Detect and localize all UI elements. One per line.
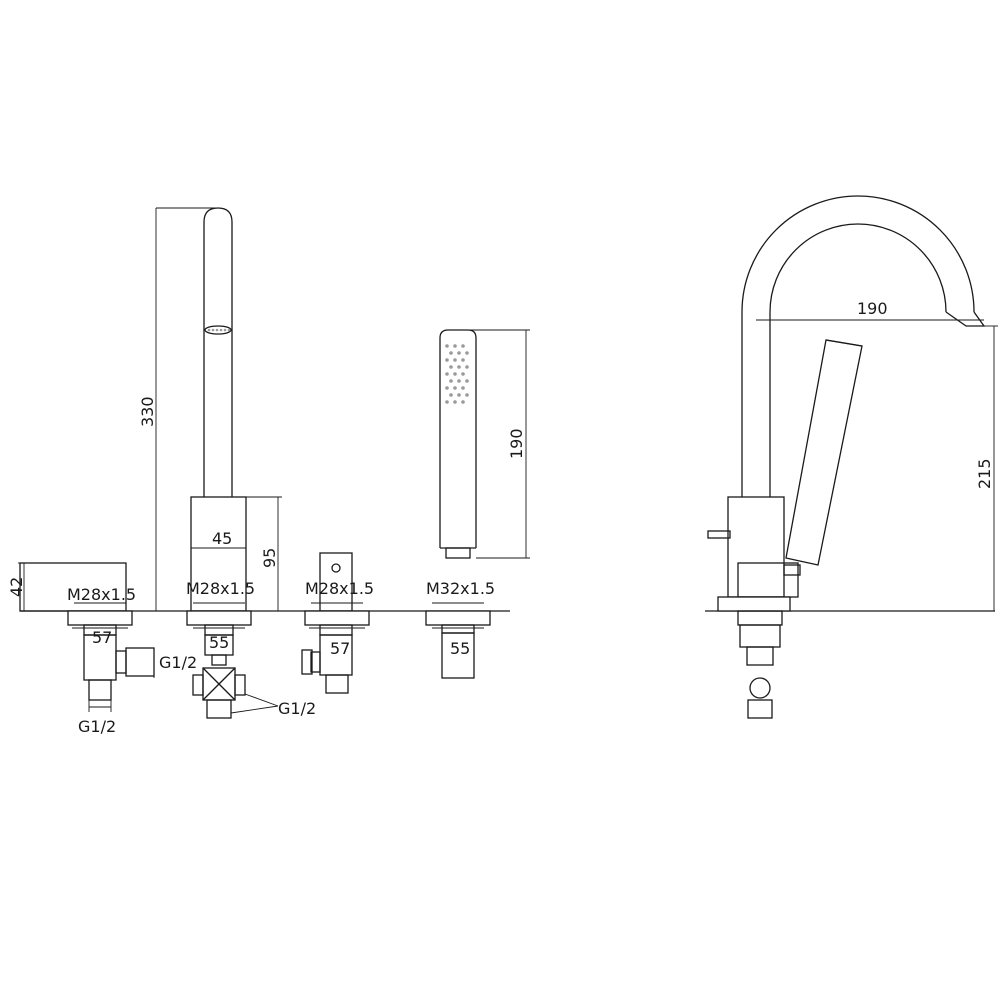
mixer-stem <box>746 646 774 666</box>
hand-shower-flange <box>425 610 491 626</box>
label-width-1: 57 <box>92 628 112 647</box>
valve-right <box>301 552 370 694</box>
label-height-330: 330 <box>138 396 157 427</box>
label-thread-4: M32x1.5 <box>426 579 495 598</box>
mixer-lever-stub <box>707 530 731 539</box>
valve-right-flange <box>304 610 370 626</box>
label-width-4: 55 <box>450 639 470 658</box>
label-thread-2: M28x1.5 <box>186 579 255 598</box>
side-mixer <box>707 195 986 719</box>
label-width-2: 55 <box>209 633 229 652</box>
tall-spout <box>186 207 279 719</box>
hand-shower-body-under <box>441 632 475 679</box>
mixer-connector <box>749 677 771 699</box>
label-width-45: 45 <box>212 529 232 548</box>
mixer-nut-2 <box>739 624 781 648</box>
mixer-body <box>727 496 785 598</box>
spout-diverter-right <box>234 674 246 696</box>
dim-line <box>244 693 279 707</box>
spout-diverter-left <box>192 674 204 696</box>
mixer-spout-inner <box>769 223 947 497</box>
dimensions <box>18 207 998 629</box>
dim-line <box>202 667 236 701</box>
mixer-cartridge-cap <box>783 564 801 576</box>
label-reach-190: 190 <box>857 299 888 318</box>
hand-shower-body <box>439 329 477 548</box>
hand-shower-nut <box>441 624 475 634</box>
hand-shower-holder-neck <box>445 547 471 559</box>
label-thread-3: M28x1.5 <box>305 579 374 598</box>
valve-left-side-pipe <box>115 650 127 674</box>
spout-stem <box>211 654 227 666</box>
mixer-flange <box>717 596 791 612</box>
spout-diverter-bottom <box>206 699 232 719</box>
valve-right-side-pipe <box>310 651 321 673</box>
valve-left <box>19 562 155 712</box>
valve-left-bottom-nut <box>88 679 112 701</box>
valve-right-nut <box>319 624 353 636</box>
label-height-42: 42 <box>7 577 26 597</box>
label-height-95: 95 <box>260 548 279 568</box>
label-height-215: 215 <box>975 458 994 489</box>
valve-left-side-nut <box>125 647 155 677</box>
valve-right-side-nut <box>301 649 313 675</box>
label-thread-1: M28x1.5 <box>67 585 136 604</box>
label-height-190: 190 <box>507 428 526 459</box>
spout-flange <box>186 610 252 626</box>
valve-right-bottom-nut <box>325 674 349 694</box>
mixer-hand-shower <box>785 339 863 566</box>
label-pipe-1a: G1/2 <box>159 653 197 672</box>
mixer-nut-1 <box>737 610 783 626</box>
valve-right-indicator <box>331 563 341 573</box>
spout-column <box>203 207 233 497</box>
valve-left-flange <box>67 610 133 626</box>
mixer-bottom-nut <box>747 699 773 719</box>
hand-shower <box>425 329 491 679</box>
spout-aerator <box>204 325 232 335</box>
mixer-cartridge <box>737 562 799 598</box>
mixer-spout-tip <box>945 311 986 327</box>
mixer-spout-outer <box>741 195 975 497</box>
dim-line <box>825 339 863 347</box>
label-pipe-2: G1/2 <box>278 699 316 718</box>
spout-aerator-dots <box>207 328 231 332</box>
hand-shower-spray-dots <box>445 344 469 404</box>
label-width-3: 57 <box>330 639 350 658</box>
dim-line <box>230 705 279 714</box>
dimension-labels: M28x1.5 M28x1.5 M28x1.5 M32x1.5 57 55 57… <box>7 299 994 736</box>
label-pipe-1b: G1/2 <box>78 717 116 736</box>
